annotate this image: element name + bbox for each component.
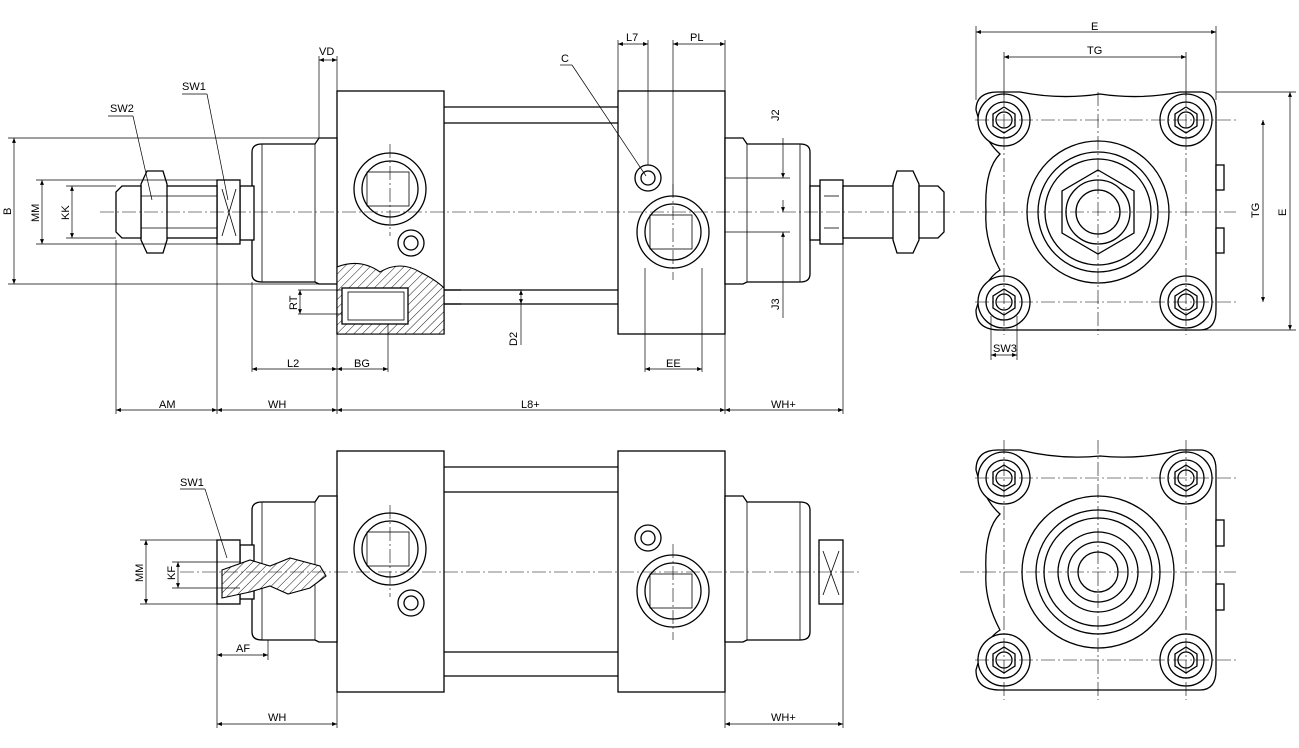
label-e-top: E (1091, 21, 1098, 33)
label-l2: L2 (287, 358, 299, 370)
label-mm: MM (30, 204, 42, 222)
label-wh: WH (268, 399, 286, 411)
label-kf: KF (166, 566, 178, 580)
label-sw1: SW1 (182, 81, 206, 93)
label-tg-top: TG (1087, 45, 1102, 57)
label-wh-plus: WH+ (771, 399, 796, 411)
label-sw2: SW2 (110, 103, 134, 115)
side-view (100, 90, 955, 335)
label-sw1-bottom: SW1 (180, 477, 204, 489)
label-b: B (2, 208, 14, 215)
label-c: C (561, 53, 569, 65)
label-ee: EE (666, 358, 681, 370)
end-view-dimensions: E TG TG E SW3 (975, 21, 1296, 360)
bottom-end-view (960, 440, 1236, 700)
side-view-dimensions: SW2 SW1 VD C L7 PL J2 J3 B MM KK RT D2 L… (2, 32, 844, 414)
end-view (960, 91, 1236, 335)
label-wh-plus-bottom: WH+ (771, 712, 796, 724)
label-kk: KK (60, 205, 72, 220)
label-rt: RT (288, 295, 300, 310)
label-wh-bottom: WH (268, 712, 286, 724)
label-l7: L7 (626, 32, 638, 44)
label-pl: PL (690, 32, 703, 44)
label-af: AF (236, 643, 250, 655)
bottom-view (180, 450, 860, 693)
label-vd: VD (319, 46, 334, 58)
label-l8: L8+ (521, 399, 540, 411)
label-e-side: E (1277, 209, 1289, 216)
label-mm-bottom: MM (134, 564, 146, 582)
label-j2: J2 (770, 109, 782, 121)
label-j3: J3 (770, 298, 782, 310)
label-tg-side: TG (1250, 203, 1262, 218)
label-am: AM (159, 399, 176, 411)
label-d2: D2 (508, 332, 520, 346)
label-bg: BG (354, 358, 370, 370)
end-plate (975, 91, 1217, 331)
label-sw3: SW3 (993, 343, 1017, 355)
front-end-cap (617, 90, 726, 335)
bottom-view-dimensions: SW1 MM KF AF WH WH+ (134, 477, 844, 728)
